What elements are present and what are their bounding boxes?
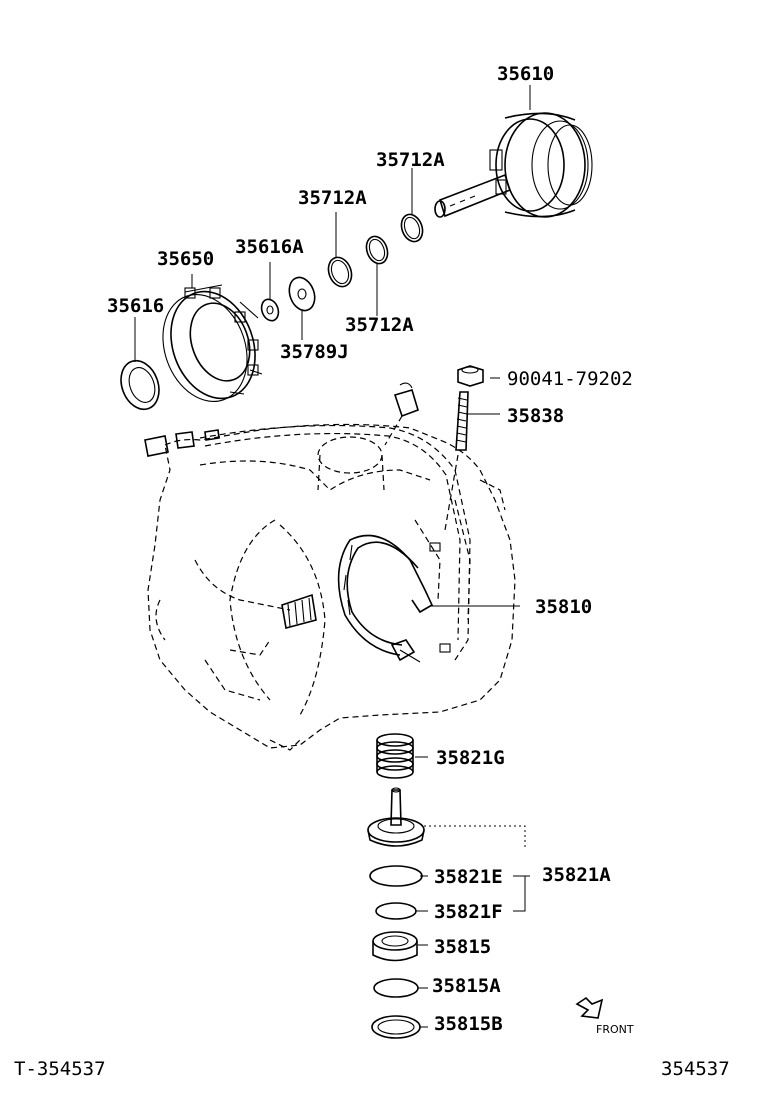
part-35650-clutch[interactable] <box>149 280 270 414</box>
front-direction-label: FRONT <box>596 1023 634 1036</box>
label-35821F: 35821F <box>434 901 503 923</box>
leader-lines <box>134 85 531 1028</box>
part-35712A-ring-top-inner <box>403 216 421 240</box>
label-35821G: 35821G <box>436 747 505 769</box>
label-35616A: 35616A <box>235 236 304 258</box>
part-35616A-washer[interactable] <box>259 297 282 323</box>
part-35789J-washer[interactable] <box>285 274 319 314</box>
part-35712A-ring-mid-inner <box>368 238 386 262</box>
label-35616: 35616 <box>107 295 164 317</box>
part-35815-cover[interactable] <box>372 931 418 962</box>
label-35712A-bottom: 35712A <box>345 314 414 336</box>
part-35821E-oring[interactable] <box>369 865 423 887</box>
label-35838: 35838 <box>507 405 564 427</box>
part-35821G-spring[interactable] <box>376 733 414 779</box>
part-35610-drum[interactable] <box>434 112 593 218</box>
label-35810: 35810 <box>535 596 592 618</box>
label-35821E: 35821E <box>434 866 503 888</box>
footer-right-code: 354537 <box>661 1058 730 1080</box>
part-90041-nut[interactable] <box>457 365 484 387</box>
label-35821A: 35821A <box>542 864 611 886</box>
part-35712A-ring-mid[interactable] <box>363 233 391 266</box>
front-arrow-icon <box>575 996 604 1019</box>
label-35789J: 35789J <box>280 341 349 363</box>
label-35650: 35650 <box>157 248 214 270</box>
label-35815B: 35815B <box>434 1013 503 1035</box>
transmission-case <box>144 382 516 751</box>
part-35821F-oring[interactable] <box>375 902 417 920</box>
label-35815: 35815 <box>434 936 491 958</box>
label-35815A: 35815A <box>432 975 501 997</box>
part-35712A-ring-left-inner <box>330 259 350 285</box>
part-35815B-snapring[interactable] <box>371 1015 421 1039</box>
part-35712A-ring-left[interactable] <box>325 254 356 290</box>
label-90041-79202: 90041-79202 <box>507 368 633 390</box>
part-35815A-oring[interactable] <box>373 978 419 998</box>
part-35821A-piston[interactable] <box>367 787 425 847</box>
label-35712A-top: 35712A <box>376 149 445 171</box>
part-35712A-ring-top[interactable] <box>398 211 426 244</box>
label-35712A-left: 35712A <box>298 187 367 209</box>
part-35810-brake-band[interactable] <box>337 534 434 663</box>
label-35610: 35610 <box>497 63 554 85</box>
part-35838-bolt[interactable] <box>444 391 469 531</box>
part-35616-plate[interactable] <box>115 355 166 414</box>
footer-left-code: T-354537 <box>14 1058 106 1080</box>
